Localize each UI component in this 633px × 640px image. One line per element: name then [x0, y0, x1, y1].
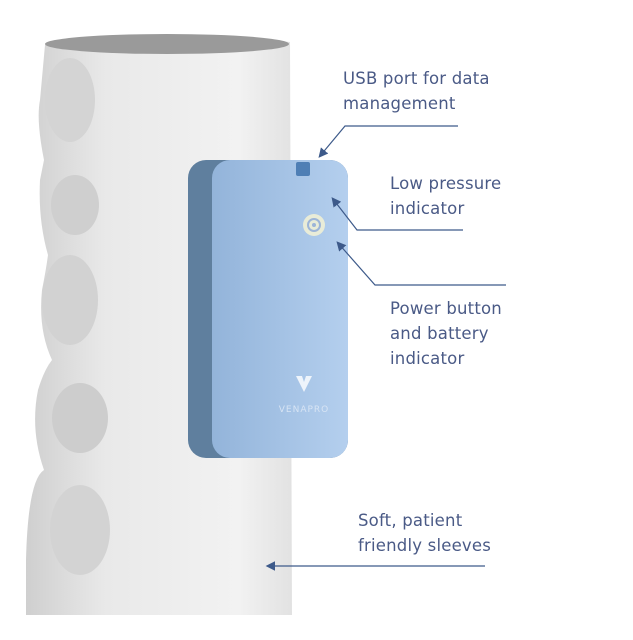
callout-line-usb: [318, 125, 458, 158]
callout-text: management: [343, 94, 456, 113]
callout-text: indicator: [390, 349, 465, 368]
callout-low-pressure: Low pressure indicator: [390, 171, 501, 221]
callout-power-button: Power button and battery indicator: [390, 296, 502, 371]
callout-text: friendly sleeves: [358, 536, 492, 555]
callout-text: Power button: [390, 299, 502, 318]
venapro-logo-icon: [296, 376, 312, 392]
callout-text: USB port for data: [343, 69, 490, 88]
pump-device: VENAPRO: [188, 160, 348, 458]
usb-port: [296, 162, 310, 176]
logo-text: VENAPRO: [279, 405, 330, 415]
callout-text: and battery: [390, 324, 489, 343]
callout-sleeves: Soft, patient friendly sleeves: [358, 508, 491, 558]
callout-text: indicator: [390, 199, 465, 218]
callout-text: Low pressure: [390, 174, 502, 193]
callout-line-power: [336, 241, 506, 286]
callout-line-low-pressure: [331, 197, 463, 231]
callout-usb-port: USB port for data management: [343, 66, 490, 116]
callout-text: Soft, patient: [358, 511, 463, 530]
